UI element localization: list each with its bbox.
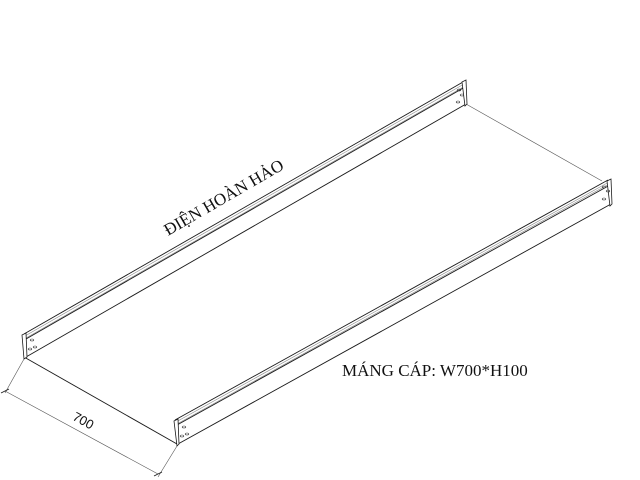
brand-label: ĐIỆN HOÀN HẢO (161, 155, 287, 239)
flange-back-left (455, 79, 468, 107)
flange-back-right (601, 178, 613, 207)
tray-bottom (23, 103, 603, 445)
right-side-wall (174, 179, 612, 445)
flange-front-right (173, 418, 190, 447)
width-dimension: 700 (0, 358, 178, 478)
flange-front-left (21, 332, 38, 360)
left-side-wall (23, 81, 467, 358)
product-label: MÁNG CÁP: W700*H100 (342, 361, 528, 380)
